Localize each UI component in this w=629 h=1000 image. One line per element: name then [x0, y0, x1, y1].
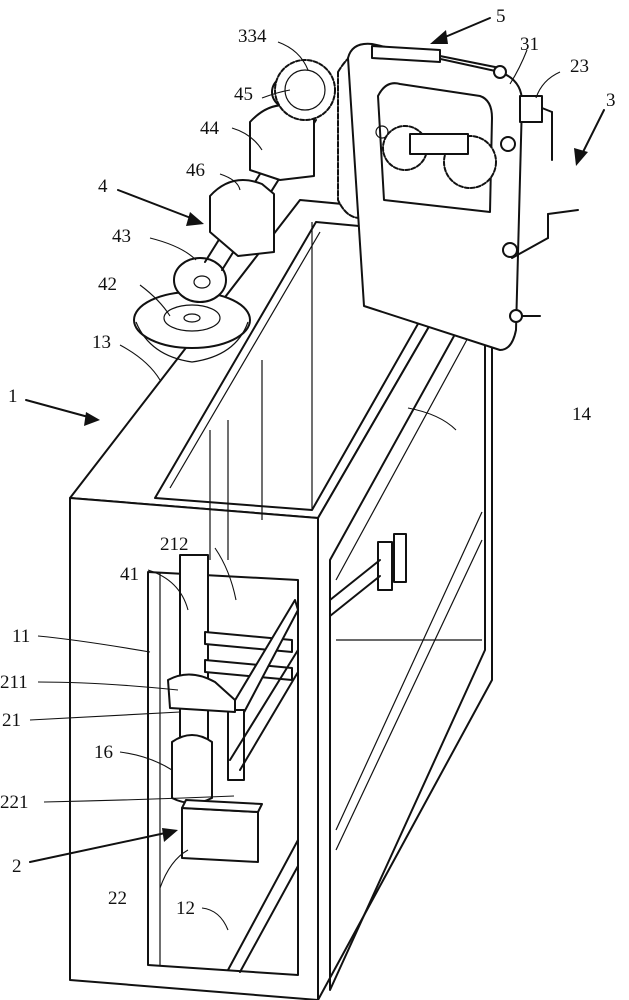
label-2: 2	[12, 856, 22, 877]
label-21: 21	[2, 710, 21, 731]
label-221: 221	[0, 792, 29, 813]
label-23: 23	[570, 56, 589, 77]
label-42: 42	[98, 274, 117, 295]
gearbox-housing	[337, 42, 579, 351]
label-44: 44	[200, 118, 220, 139]
bevel-gear-small	[173, 257, 227, 303]
top-gear-334	[274, 59, 336, 121]
slider-mechanism	[167, 533, 407, 973]
reference-labels: 334 5 31 23 45 3 44 46 4 43 42 13 1 14 2…	[0, 6, 616, 919]
label-45: 45	[234, 84, 253, 105]
label-11: 11	[12, 626, 30, 647]
reference-arrows	[25, 17, 605, 863]
label-3: 3	[606, 90, 616, 111]
label-212: 212	[160, 534, 189, 555]
label-13: 13	[92, 332, 111, 353]
label-1: 1	[8, 386, 18, 407]
label-31: 31	[520, 34, 539, 55]
label-211: 211	[0, 672, 28, 693]
label-4: 4	[98, 176, 108, 197]
label-334: 334	[238, 26, 267, 47]
label-12: 12	[176, 898, 195, 919]
label-41: 41	[120, 564, 139, 585]
label-43: 43	[112, 226, 131, 247]
label-22: 22	[108, 888, 127, 909]
label-14: 14	[572, 404, 592, 425]
label-5: 5	[496, 6, 506, 27]
label-46: 46	[186, 160, 205, 181]
label-16: 16	[94, 742, 113, 763]
leader-lines	[29, 41, 561, 931]
